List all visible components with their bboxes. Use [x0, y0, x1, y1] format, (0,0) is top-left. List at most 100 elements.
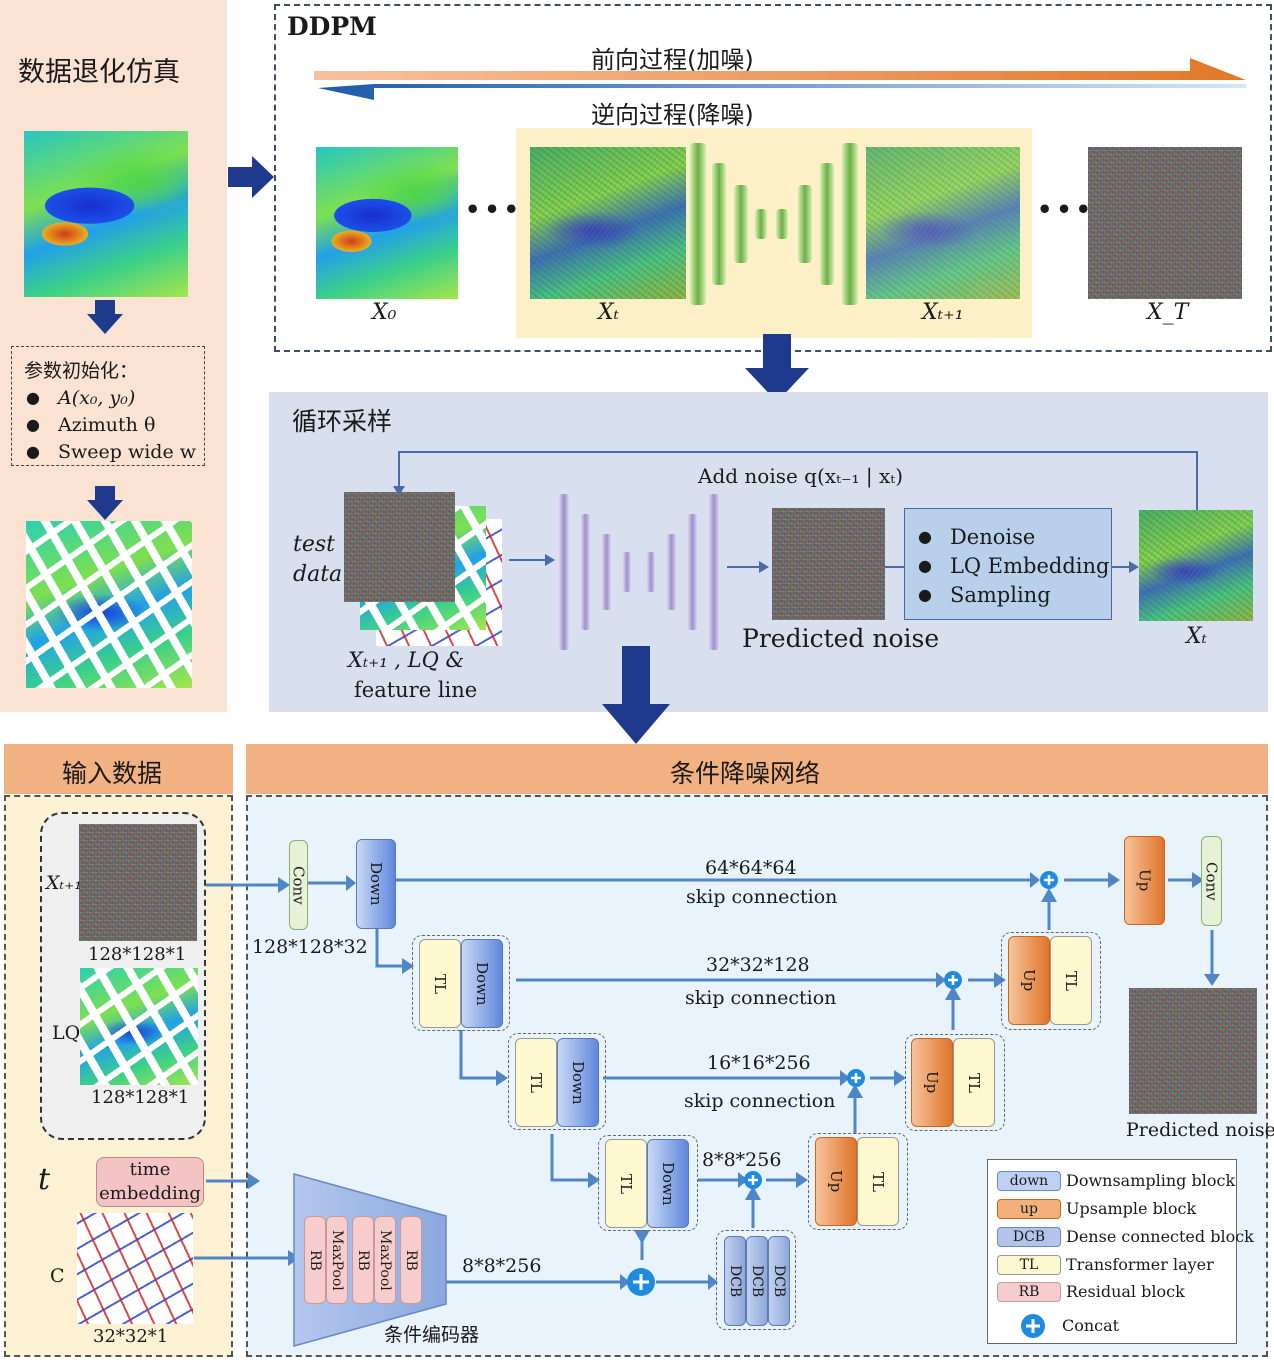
xt1-label: Xₜ₊₁: [922, 300, 964, 325]
params-list: ●A(x₀, y₀) ●Azimuth θ ●Sweep wide w: [26, 386, 196, 463]
xt1-input-image: [79, 824, 197, 941]
time-embedding-label: time embedding: [99, 1159, 201, 1204]
param-item: Azimuth θ: [57, 413, 156, 436]
concat-icon: [1021, 1314, 1045, 1338]
step-item: Denoise: [949, 524, 1036, 549]
lq-size: 128*128*1: [91, 1087, 190, 1108]
sampling-steps-box: [904, 508, 1112, 620]
input-label: feature line: [354, 678, 478, 702]
xT-image: [1088, 147, 1242, 299]
skip1-size: 64*64*64: [705, 857, 797, 879]
down-block: Down: [356, 839, 396, 929]
lq-input-image: [80, 968, 198, 1085]
loop-title: 循环采样: [292, 407, 393, 436]
lq-input-label: LQ: [52, 1022, 81, 1044]
ellipsis: •••: [465, 195, 524, 224]
tl-block: TL: [1050, 936, 1092, 1025]
up-block: Up: [815, 1137, 857, 1226]
forward-label: 前向过程(加噪): [591, 46, 754, 74]
conv-size: 128*128*32: [252, 936, 368, 958]
add-noise-label: Add noise q(xₜ₋₁ | xₜ): [698, 464, 904, 488]
predicted-noise-output: [1129, 988, 1257, 1114]
x0-label: X₀: [372, 300, 397, 325]
rb-block: RB: [304, 1216, 326, 1304]
tl-block: TL: [419, 939, 461, 1028]
xt-image: [530, 147, 686, 299]
legend-swatch: RB: [997, 1282, 1061, 1302]
encoder-stage-3: [508, 1033, 606, 1130]
network-header: [246, 744, 1268, 794]
network-title: 条件降噪网络: [670, 759, 821, 788]
dcb-block: DCB: [768, 1236, 790, 1326]
down-arrow-icon: [87, 300, 123, 334]
unet-icon: [556, 494, 724, 650]
legend-label: Transformer layer: [1066, 1255, 1214, 1274]
encoder-stage-4: [598, 1135, 698, 1231]
skip3-size: 16*16*256: [707, 1052, 811, 1074]
legend-label: Residual block: [1066, 1282, 1185, 1301]
lq-image: [26, 521, 192, 688]
rb-block: RB: [400, 1216, 422, 1304]
legend-label: Upsample block: [1066, 1199, 1197, 1218]
dcb-block: DCB: [746, 1236, 768, 1326]
tl-block: TL: [857, 1137, 899, 1226]
t-label: t: [38, 1162, 51, 1197]
xt-output-image: [1139, 510, 1253, 621]
tl-block: TL: [953, 1038, 995, 1127]
xT-label: X_T: [1147, 300, 1189, 325]
unet-icon: [688, 143, 860, 305]
encoder-size: 8*8*256: [462, 1255, 542, 1277]
params-title: 参数初始化：: [24, 360, 139, 382]
encoder-stage-2: [412, 935, 510, 1031]
legend-swatch: TL: [997, 1255, 1061, 1275]
xt1-input-label: Xₜ₊₁: [46, 872, 82, 894]
bottom-size: 8*8*256: [702, 1149, 782, 1171]
time-embedding-box: [96, 1157, 204, 1207]
decoder-stage-4: [808, 1133, 908, 1230]
encoder-label: 条件编码器: [384, 1324, 480, 1346]
up-block: Up: [911, 1038, 953, 1127]
ddpm-title: DDPM: [287, 12, 377, 41]
param-item: A(x₀, y₀): [57, 386, 136, 409]
reverse-label: 逆向过程(降噪): [591, 101, 754, 129]
down-arrow-icon: [87, 486, 123, 520]
legend-label: Downsampling block: [1066, 1171, 1236, 1190]
rb-block: RB: [352, 1216, 374, 1304]
right-arrow-icon: [228, 156, 274, 198]
predicted-noise-label: Predicted noise: [742, 624, 940, 653]
input-label: Xₜ₊₁ , LQ &: [348, 648, 465, 672]
param-item: Sweep wide w: [57, 440, 196, 463]
conv-block: Conv: [1201, 836, 1222, 926]
degradation-title: 数据退化仿真: [18, 57, 180, 88]
down-block: Down: [557, 1038, 599, 1127]
input-title: 输入数据: [62, 759, 163, 788]
down-block: Down: [647, 1139, 689, 1228]
skip1-label: skip connection: [686, 886, 838, 908]
xt-label: Xₜ: [598, 300, 620, 325]
xt1-size: 128*128*1: [88, 944, 187, 965]
xt1-image: [866, 147, 1020, 299]
maxpool-block: MaxPool: [326, 1216, 348, 1304]
maxpool-block: MaxPool: [374, 1216, 396, 1304]
skip3-label: skip connection: [684, 1090, 836, 1112]
predicted-noise-image: [772, 508, 885, 620]
dcb-stack: [716, 1230, 796, 1330]
x0-image: [316, 147, 458, 299]
output-label: Predicted noise: [1126, 1119, 1274, 1141]
c-size: 32*32*1: [93, 1326, 169, 1347]
legend-swatch: up: [997, 1199, 1061, 1219]
concat-icon: [627, 871, 1058, 1296]
decoder-stage-3: [905, 1034, 1005, 1131]
ellipsis: •••: [1037, 195, 1096, 224]
tl-block: TL: [605, 1139, 647, 1228]
legend-swatch: down: [997, 1171, 1061, 1191]
skip2-label: skip connection: [685, 987, 837, 1009]
params-box: [11, 346, 205, 466]
skip2-size: 32*32*128: [706, 954, 810, 976]
dem-image: [24, 131, 188, 297]
xt1-noise-image: [344, 492, 455, 602]
c-label: C: [50, 1265, 65, 1287]
up-block: Up: [1008, 936, 1050, 1025]
condition-image: [77, 1213, 193, 1324]
legend-label: Dense connected block: [1066, 1227, 1254, 1246]
